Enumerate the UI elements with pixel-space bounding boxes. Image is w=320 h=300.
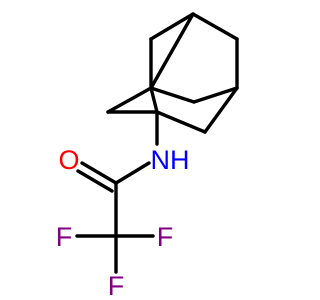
bond-center-bridgehead <box>149 86 159 114</box>
fluorine-right-label: F <box>157 222 174 252</box>
structure-diagram: O NH F F F <box>56 12 239 300</box>
bond-midcenter-right <box>192 86 239 104</box>
fluorine-left-label: F <box>56 222 73 252</box>
bond-n-carbonyl <box>114 161 151 185</box>
nitrogen-label: NH <box>151 145 190 175</box>
bond-top-upperleft <box>149 12 195 41</box>
bond-bridgehead-lower <box>155 110 207 134</box>
fluorine-bottom-label: F <box>108 271 125 300</box>
bond-right-lower <box>203 86 239 134</box>
bond-top-upperright <box>191 12 239 41</box>
bond-top-center <box>149 12 195 90</box>
atom-labels: O NH F F F <box>56 145 190 300</box>
bond-left-midcenter <box>149 86 196 104</box>
oxygen-label: O <box>58 145 79 175</box>
bond-carbonyl-o-1 <box>80 161 118 185</box>
bond-carbonyl-o-2 <box>76 169 114 193</box>
amide-group <box>75 110 159 274</box>
bond-left-midleft <box>106 86 153 114</box>
molecule-svg: O NH F F F <box>56 12 239 300</box>
adamantane-cage <box>106 12 239 134</box>
